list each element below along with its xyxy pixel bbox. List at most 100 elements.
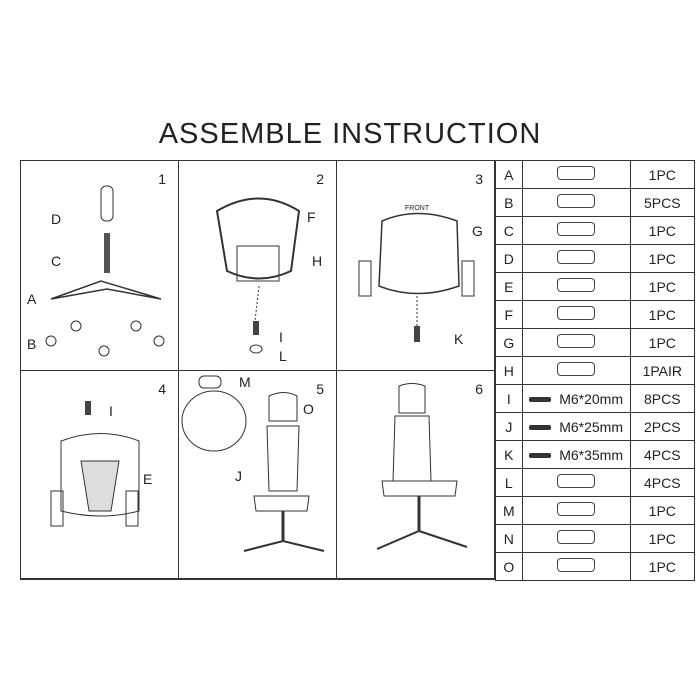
step-6: 6: [337, 371, 496, 579]
part-image: M6*25mm: [521, 412, 631, 441]
part-row: H 1PAIR: [495, 356, 696, 385]
part-row: A 1PC: [495, 160, 696, 189]
part-letter: J: [495, 412, 523, 441]
part-letter: O: [495, 552, 523, 581]
part-letter: B: [495, 188, 523, 217]
step-1: 1 D C A B: [21, 161, 179, 371]
part-row: E 1PC: [495, 272, 696, 301]
part-image: [521, 160, 631, 189]
part-row: F 1PC: [495, 300, 696, 329]
label-c: C: [51, 253, 62, 269]
step-number: 6: [475, 381, 483, 397]
headrest-illustration: [181, 375, 325, 552]
part-image: [521, 272, 631, 301]
cover-icon: [557, 502, 596, 516]
label-m: M: [239, 374, 251, 390]
step-3: 3 FRONT G K: [337, 161, 496, 371]
part-spec: M6*20mm: [559, 390, 623, 407]
label-i: I: [279, 329, 283, 345]
label-j: J: [235, 468, 242, 484]
step-2: 2 F H I L: [179, 161, 337, 371]
base-icon: [557, 166, 596, 180]
step-number: 4: [158, 381, 166, 397]
steps-grid: 1 D C A B 2 F H I L 3: [20, 160, 496, 580]
part-quantity: 1PC: [629, 328, 696, 357]
step-4: 4 I E: [21, 371, 179, 579]
label-i: I: [109, 403, 113, 419]
label-g: G: [472, 223, 483, 239]
page-title: ASSEMBLE INSTRUCTION: [158, 118, 542, 150]
headrest-bracket-icon: [557, 558, 596, 572]
part-letter: F: [495, 300, 523, 329]
part-letter: E: [495, 272, 523, 301]
part-quantity: 1PC: [629, 524, 696, 553]
gas-lift-cover-icon: [557, 250, 596, 264]
part-letter: M: [495, 496, 523, 525]
part-row: N 1PC: [495, 524, 696, 553]
part-image: [521, 216, 631, 245]
part-quantity: 4PCS: [629, 468, 696, 497]
part-image: [521, 496, 631, 525]
part-letter: I: [495, 384, 523, 413]
backrest-icon: [557, 306, 596, 320]
step-number: 1: [158, 171, 166, 187]
part-letter: G: [495, 328, 523, 357]
part-row: C 1PC: [495, 216, 696, 245]
part-image: [521, 328, 631, 357]
part-quantity: 5PCS: [629, 188, 696, 217]
step-number: 2: [316, 171, 324, 187]
allen-key-icon: [557, 530, 596, 544]
screw-icon: [529, 453, 552, 459]
part-row: K M6*35mm 4PCS: [495, 440, 696, 469]
part-image: [521, 300, 631, 329]
part-letter: N: [495, 524, 523, 553]
part-quantity: 1PC: [629, 160, 696, 189]
mechanism-icon: [557, 278, 596, 292]
part-row: G 1PC: [495, 328, 696, 357]
screw-icon: [529, 425, 552, 431]
part-image: [521, 188, 631, 217]
cap-icon: [557, 474, 596, 488]
part-image: M6*35mm: [521, 440, 631, 469]
part-image: [521, 552, 631, 581]
part-image: [521, 356, 631, 385]
part-row: I M6*20mm 8PCS: [495, 384, 696, 413]
part-quantity: 8PCS: [629, 384, 696, 413]
armrest-icon: [557, 362, 596, 376]
backrest-illustration: [215, 197, 301, 354]
part-quantity: 1PC: [629, 272, 696, 301]
part-image: [521, 524, 631, 553]
finished-chair-illustration: [376, 383, 468, 550]
label-f: F: [307, 209, 316, 225]
step-number: 3: [475, 171, 483, 187]
label-a: A: [27, 291, 37, 307]
mechanism-illustration: [50, 401, 140, 527]
part-letter: H: [495, 356, 523, 385]
base-assembly-illustration: [45, 185, 165, 357]
seat-illustration: [358, 212, 475, 342]
part-quantity: 1PAIR: [629, 356, 696, 385]
label-front: FRONT: [405, 205, 430, 212]
step-5: 5 M O J: [179, 371, 337, 579]
part-quantity: 1PC: [629, 300, 696, 329]
part-row: D 1PC: [495, 244, 696, 273]
part-letter: D: [495, 244, 523, 273]
part-letter: L: [495, 468, 523, 497]
part-quantity: 1PC: [629, 216, 696, 245]
part-quantity: 1PC: [629, 552, 696, 581]
part-quantity: 4PCS: [629, 440, 696, 469]
label-o: O: [303, 401, 314, 417]
part-letter: A: [495, 160, 523, 189]
caster-icon: [557, 194, 596, 208]
label-d: D: [51, 211, 62, 227]
part-quantity: 1PC: [629, 244, 696, 273]
part-row: L 4PCS: [495, 468, 696, 497]
seat-icon: [557, 334, 596, 348]
part-spec: M6*25mm: [559, 418, 623, 435]
label-k: K: [454, 331, 464, 347]
part-letter: C: [495, 216, 523, 245]
part-quantity: 2PCS: [629, 412, 696, 441]
part-image: [521, 468, 631, 497]
label-b: B: [27, 336, 37, 352]
part-row: J M6*25mm 2PCS: [495, 412, 696, 441]
